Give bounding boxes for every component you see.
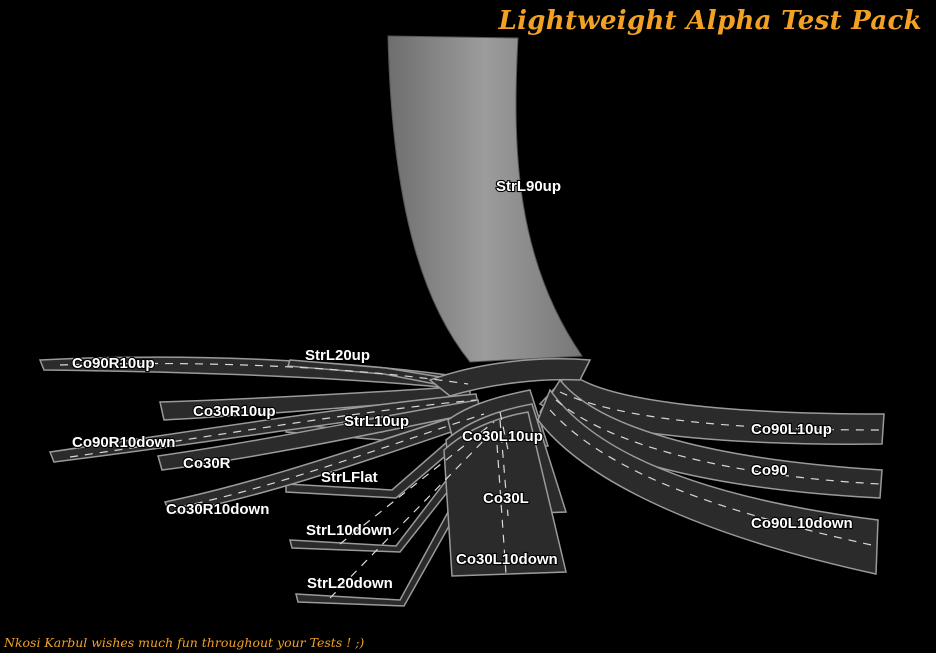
label-co30l: Co30L	[483, 490, 529, 507]
junction-hub	[428, 358, 592, 397]
label-strlflat: StrLFlat	[321, 469, 378, 486]
label-co90r10up: Co90R10up	[72, 355, 155, 372]
label-strl20up: StrL20up	[305, 347, 370, 364]
label-strl90up: StrL90up	[496, 178, 561, 195]
center-roads	[443, 389, 568, 577]
label-co30r: Co30R	[183, 455, 231, 472]
label-co30r10down: Co30R10down	[166, 501, 269, 518]
track-co30l10down	[443, 411, 567, 577]
footer-message: Nkosi Karbul wishes much fun throughout …	[4, 635, 365, 650]
lane-markings	[59, 362, 881, 599]
left-roads	[38, 356, 503, 607]
label-co30r10up: Co30R10up	[193, 403, 276, 420]
page-title: Lightweight Alpha Test Pack	[498, 6, 922, 36]
label-strl10down: StrL10down	[306, 522, 392, 539]
label-strl20down: StrL20down	[307, 575, 393, 592]
track-co90l10down	[537, 388, 879, 575]
label-co90l10down: Co90L10down	[751, 515, 853, 532]
label-co90l10up: Co90L10up	[751, 421, 832, 438]
label-co30l10down: Co30L10down	[456, 551, 558, 568]
track-labels: StrL90up StrL20up Co90R10up Co30R10up St…	[71, 177, 854, 593]
label-co90: Co90	[751, 462, 788, 479]
label-co90r10down: Co90R10down	[72, 434, 175, 451]
label-strl10up: StrL10up	[344, 413, 409, 430]
label-co30l10up: Co30L10up	[462, 428, 543, 445]
track-strl90up	[387, 35, 583, 363]
right-roads	[428, 358, 885, 575]
